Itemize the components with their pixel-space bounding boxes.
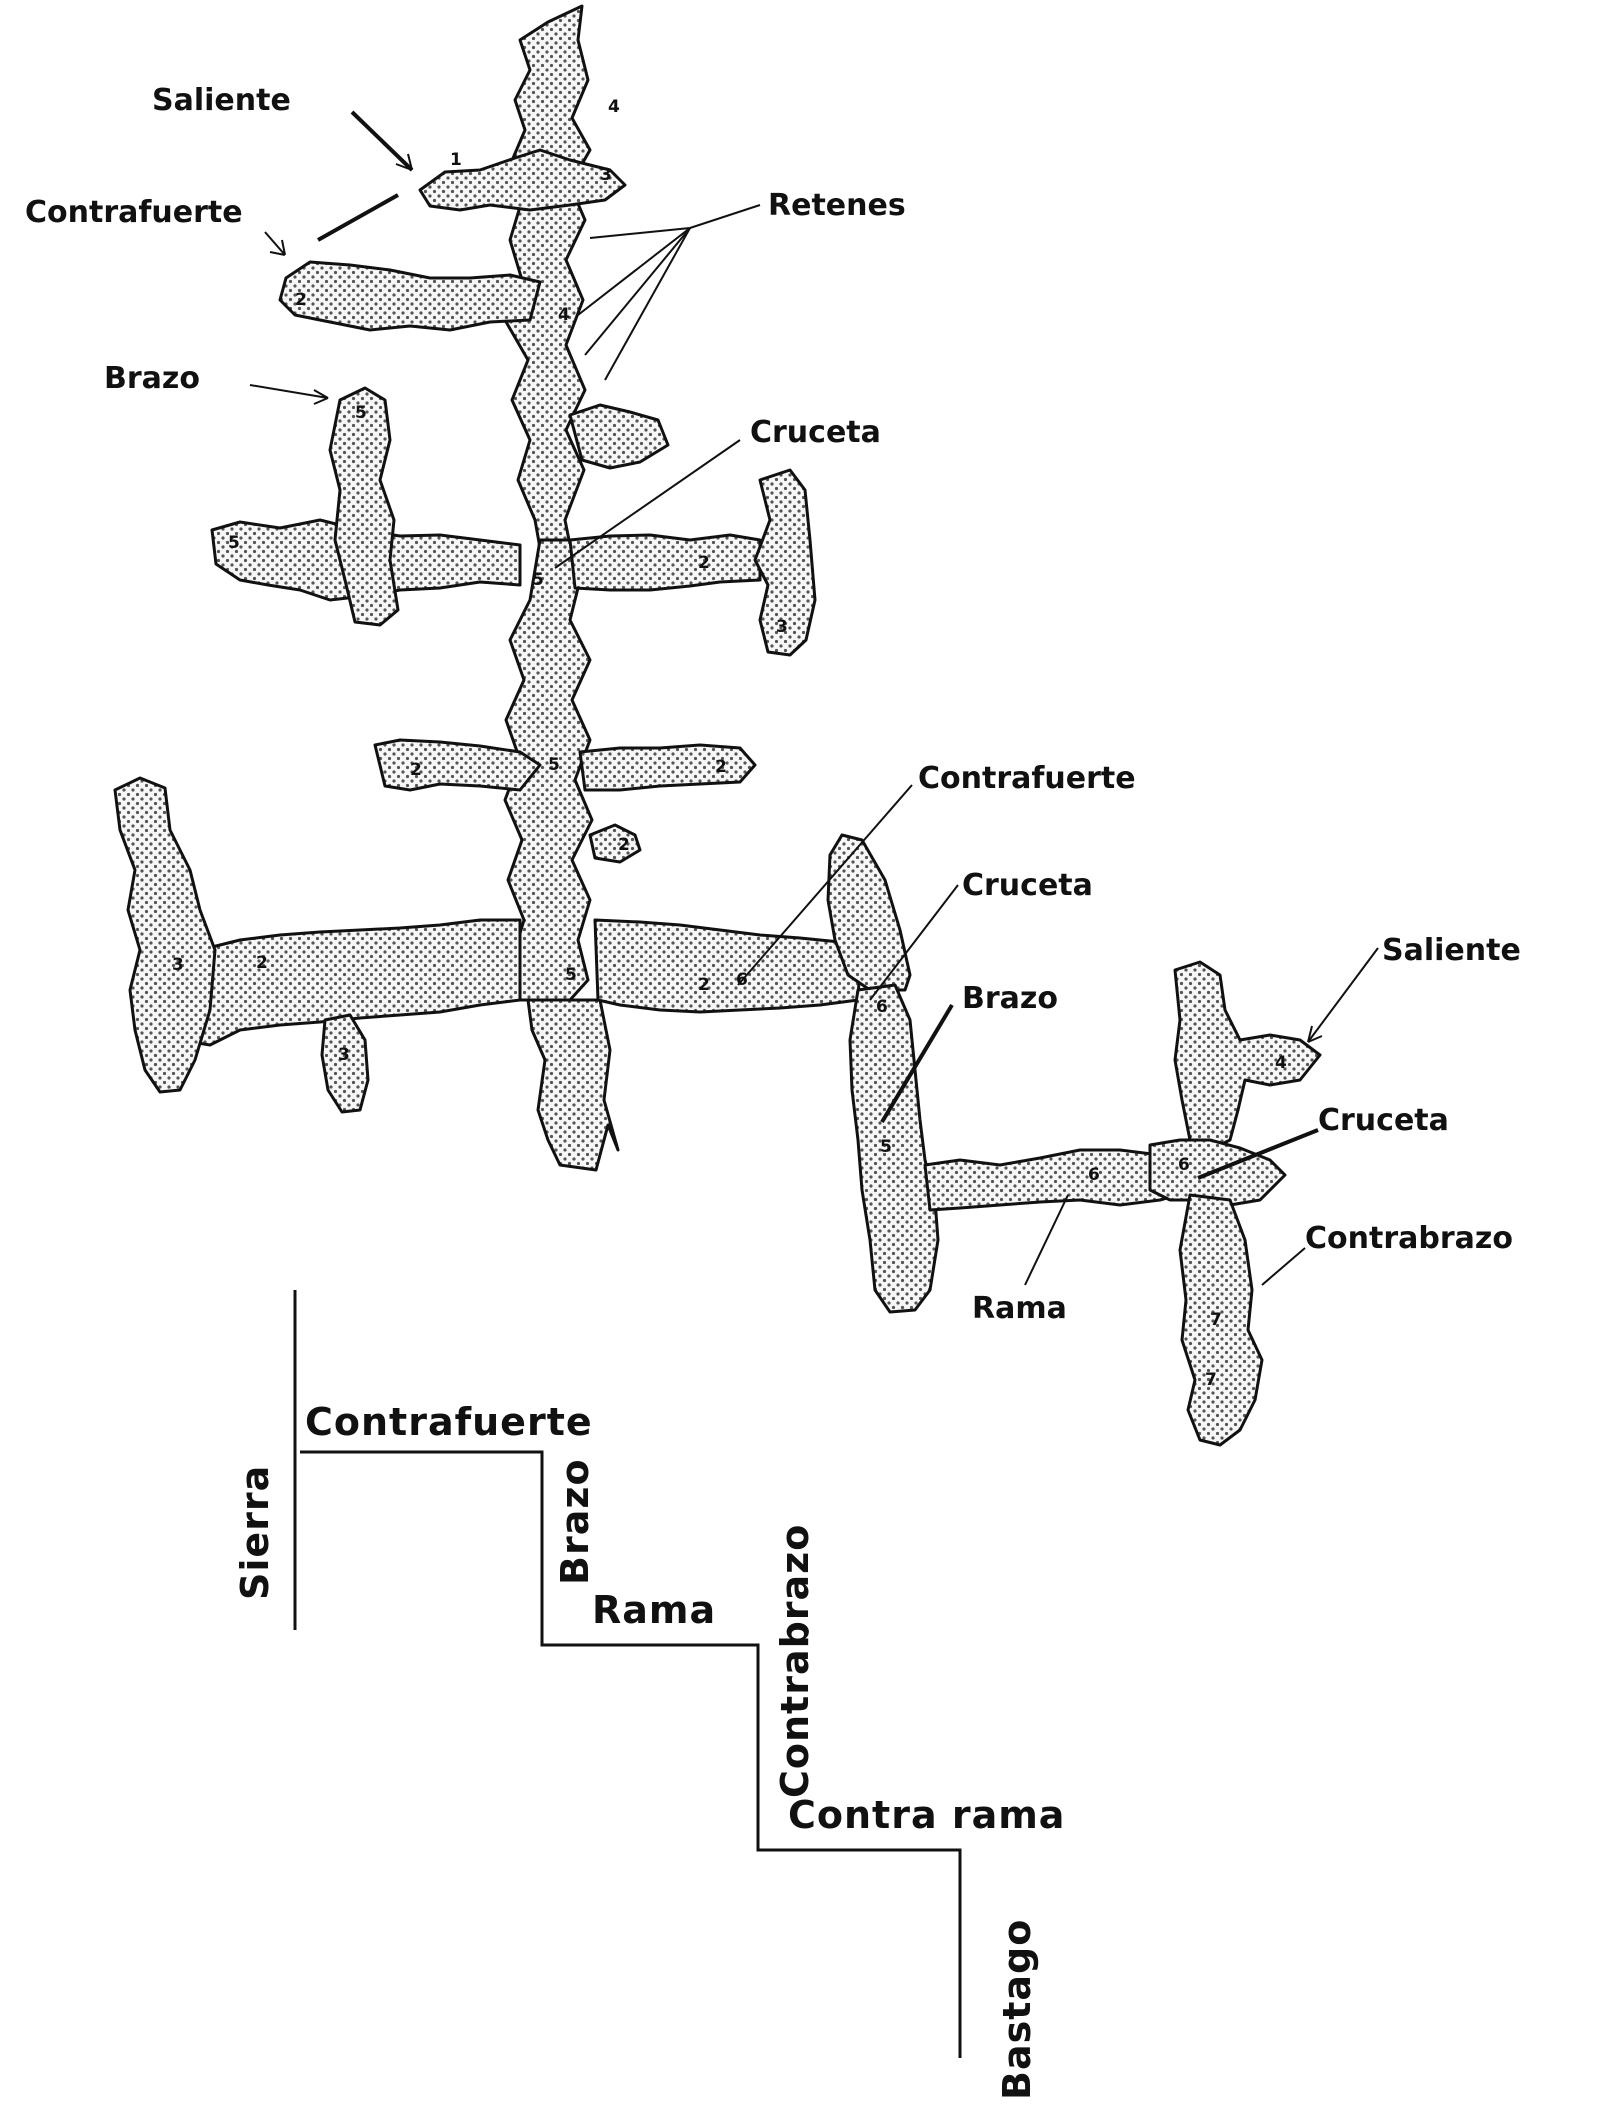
number-label: 7 (1205, 1370, 1217, 1390)
label-contrafuerte-top: Contrafuerte (25, 195, 243, 230)
spine-bottom (528, 1000, 618, 1170)
number-label: 5 (565, 965, 577, 985)
leader-contrafuerte-top-arrow (265, 232, 285, 255)
leader-saliente-top (352, 112, 412, 170)
number-label: 4 (558, 305, 570, 325)
reten-bump-right (570, 405, 668, 468)
number-label: 5 (880, 1137, 892, 1157)
number-label: 5 (548, 755, 560, 775)
number-label: 1 (450, 150, 462, 170)
number-label: 6 (1178, 1155, 1190, 1175)
number-label: 6 (1088, 1165, 1100, 1185)
label-brazo-mid: Brazo (962, 981, 1058, 1016)
label-cruceta-mid: Cruceta (962, 868, 1093, 903)
label-saliente-right: Saliente (1382, 933, 1521, 968)
ridge-shapes (115, 6, 1320, 1445)
hierarchy-contrarama: Contra rama (788, 1793, 1065, 1837)
label-cruceta-right: Cruceta (1318, 1103, 1449, 1138)
leader-retenes-1 (590, 205, 760, 238)
label-contrafuerte-mid: Contrafuerte (918, 761, 1136, 796)
label-brazo-top: Brazo (104, 361, 200, 396)
number-label: 4 (608, 97, 620, 117)
number-label: 5 (532, 570, 544, 590)
brazo-mid-lobe (850, 985, 938, 1312)
number-label: 2 (410, 760, 422, 780)
middle-cross-small-bump (590, 825, 640, 862)
leader-contrafuerte-top (318, 195, 398, 240)
number-label: 3 (776, 617, 788, 637)
hierarchy-rama: Rama (592, 1588, 716, 1632)
number-label: 6 (876, 997, 888, 1017)
number-label: 3 (600, 165, 612, 185)
number-label: 5 (355, 403, 367, 423)
number-label: 3 (338, 1045, 350, 1065)
hierarchy-sierra: Sierra (233, 1465, 277, 1600)
right-cross-upper (1175, 962, 1320, 1150)
number-label: 2 (715, 757, 727, 777)
number-label: 5 (228, 533, 240, 553)
hierarchy-bastago: Bastago (995, 1919, 1039, 2100)
label-contrabrazo-right: Contrabrazo (1305, 1221, 1513, 1256)
contrafuerte-top-lobe (280, 262, 540, 330)
hierarchy-contrabrazo: Contrabrazo (773, 1524, 817, 1798)
label-cruceta-top: Cruceta (750, 415, 881, 450)
number-label: 2 (618, 835, 630, 855)
label-saliente-top: Saliente (152, 83, 291, 118)
leader-contrabrazo-right (1262, 1248, 1305, 1285)
number-label: 2 (698, 975, 710, 995)
number-label: 2 (295, 290, 307, 310)
step-line-stairs (300, 1452, 960, 2058)
lower-ridge-right (595, 920, 860, 1012)
leader-saliente-right (1308, 948, 1378, 1042)
number-label: 2 (698, 553, 710, 573)
leader-retenes-3 (585, 228, 690, 355)
number-label: 3 (172, 955, 184, 975)
leader-retenes-4 (605, 228, 690, 380)
lower-ridge-far-left-brazo (115, 778, 215, 1092)
hierarchy-labels: Sierra Contrafuerte Brazo Rama Contrabra… (233, 1400, 1065, 2100)
leader-rama (1025, 1195, 1068, 1285)
label-retenes: Retenes (768, 188, 906, 223)
number-label: 7 (1210, 1310, 1222, 1330)
hierarchy-contrafuerte: Contrafuerte (305, 1400, 593, 1444)
upper-cross-right-arm (570, 535, 760, 590)
hierarchy-brazo: Brazo (553, 1458, 597, 1585)
middle-cross-right (580, 745, 755, 790)
number-label: 2 (256, 953, 268, 973)
number-label: 4 (1275, 1053, 1287, 1073)
leader-retenes-2 (578, 228, 690, 315)
label-rama: Rama (972, 1291, 1067, 1326)
